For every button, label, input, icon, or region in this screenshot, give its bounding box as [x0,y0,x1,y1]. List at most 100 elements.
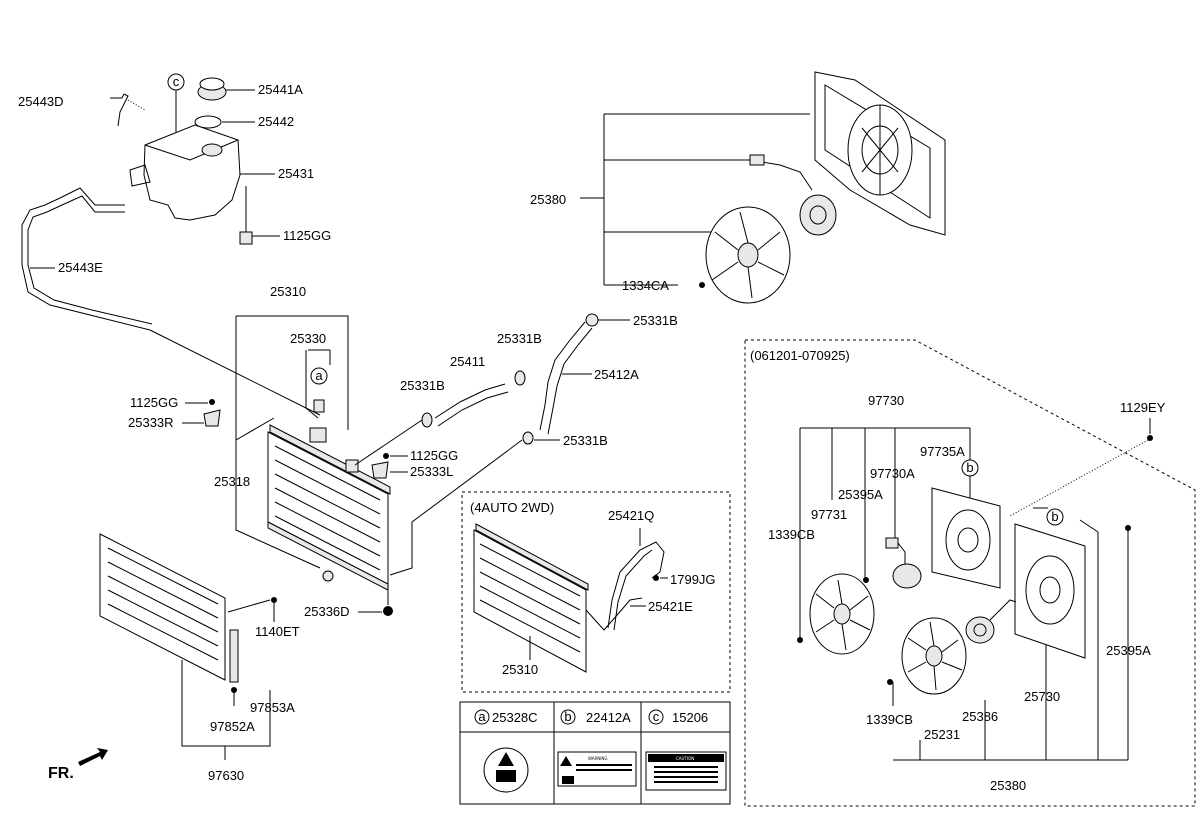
clamp-25331B-4 [522,431,534,445]
leader-dotted [127,99,146,111]
label-25310: 25310 [270,284,306,299]
variant-box-title: (061201-070925) [750,348,850,363]
label-25442: 25442 [258,114,294,129]
auto-box-title: (4AUTO 2WD) [470,500,554,515]
marker-a-circle [310,367,328,385]
nut-1334CA [699,282,705,288]
marker-c: c [173,74,180,89]
marker-b-2: b [1051,509,1058,524]
motor-connector [749,154,765,166]
marker-b-2-circle [1046,508,1064,526]
label-c-line3 [654,776,718,778]
condenser-core [99,533,226,681]
legend-part-a: 25328C [492,710,538,725]
bracket-25380 [893,507,1129,761]
nut-25395A-2 [1125,525,1131,531]
leader-hose-lower [389,439,523,576]
auto-radiator-top [475,523,589,591]
auto-2wd-box: (4AUTO 2WD) 25421Q 1799JG 25421E 25310 [461,491,731,693]
label-c-heading: CAUTION [676,756,694,761]
hose-leader-to-radiator [149,329,321,416]
reservoir-group: c 25443D 25441A 25442 25431 1125GG 25443… [18,73,331,416]
reservoir-tank [143,124,241,221]
label-97730: 97730 [868,393,904,408]
clamp-25331B-3 [585,313,599,327]
label-25380: 25380 [990,778,1026,793]
fan-25231-blades [907,621,963,691]
radiator-group: a 25310 253 [128,284,678,619]
bolt-head [239,231,253,245]
fan-97731-blades [815,579,871,651]
tank-neck [201,143,223,157]
label-1140ET: 1140ET [255,624,300,639]
clamp-25331B-1 [421,412,433,428]
fan-blades-lines [711,211,785,299]
label-25421Q: 25421Q [608,508,654,523]
label-25333R: 25333R [128,415,174,430]
variant-shroud-2 [1014,523,1086,659]
connector-97730A [885,537,899,549]
hose-25443E-b [27,195,153,325]
mount-25336D [383,606,393,616]
nut-25395A [863,577,869,583]
fan-motor [799,194,837,236]
fan-shroud-group-top: 25380 1334CA [530,71,946,304]
label-1125GG-b: 1125GG [130,395,178,410]
bracket-25380-top [580,113,810,286]
label-c-line4 [654,781,718,783]
tank-bracket [129,164,151,187]
legend-marker-a: a [478,709,486,724]
label-97731: 97731 [811,507,847,522]
label-25411: 25411 [450,354,485,369]
fr-label: FR. [48,765,74,782]
hose-25443E-a [21,187,151,331]
label-25730: 25730 [1024,689,1060,704]
label-auto-25310: 25310 [502,662,538,677]
label-c-line2 [654,771,718,773]
motor-25386-hub [973,623,987,637]
label-25331B-1: 25331B [400,378,445,393]
label-97630: 97630 [208,768,244,783]
label-a-warning-icon [498,752,514,766]
legend-marker-a-circle [474,709,490,725]
cooler-hose-25421E [585,597,643,631]
hose-25412A-a [539,321,586,431]
legend-marker-c-circle [648,709,664,725]
label-b-heading: WARNING [588,756,608,761]
hose-25443D [110,93,129,127]
legend-frame [459,701,731,805]
auto-radiator-fins [479,543,581,653]
drain-plug [313,399,325,413]
motor-97735A [892,563,922,589]
wire-25386 [989,599,1017,621]
label-25395A-2: 25395A [1106,643,1151,658]
label-97735A: 97735A [920,444,965,459]
label-97852A: 97852A [210,719,255,734]
variant-shroud-2-hub [1039,576,1061,604]
cooler-hose-25421Q-b [613,549,653,631]
label-b-text-line [576,764,632,766]
label-25431: 25431 [278,166,314,181]
label-1334CA: 1334CA [622,278,669,293]
leader-hose-upper [354,417,426,466]
bracket-25333L [371,461,389,479]
bracket-97630 [181,660,271,760]
label-25380-top: 25380 [530,192,566,207]
label-25331B-2: 25331B [497,331,542,346]
label-b-symbol [562,776,574,784]
label-1129EY: 1129EY [1120,400,1166,415]
label-25443E: 25443E [58,260,103,275]
radiator-outlet [345,459,359,473]
label-25330: 25330 [290,331,326,346]
label-25318: 25318 [214,474,250,489]
condenser-group: 1140ET 97853A 97852A 97630 FR. [48,533,300,783]
label-a-symbol [496,770,516,782]
variant-shroud-1 [931,487,1001,589]
hose-25412A-b [547,327,593,435]
clip-1799JG [653,575,659,581]
label-25421E: 25421E [648,599,693,614]
fan-motor-hub [809,205,827,225]
hose-25411-b [437,391,509,427]
